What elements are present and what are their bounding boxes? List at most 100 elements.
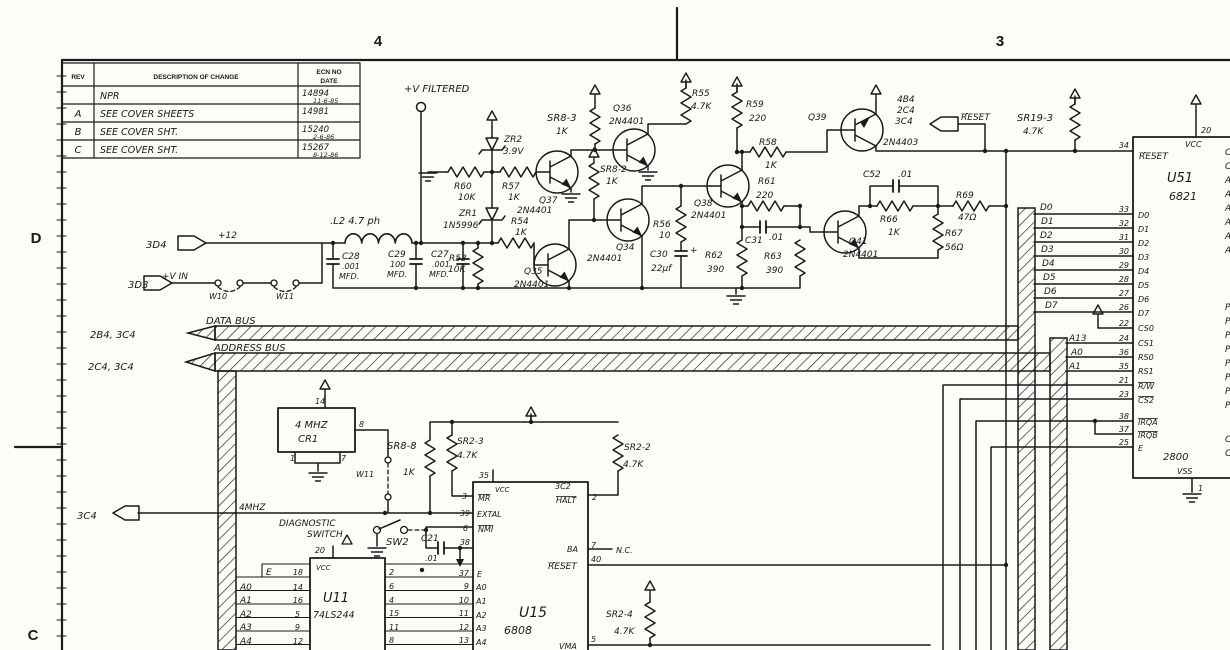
u11-pin12: 12: [293, 637, 303, 646]
u15-pin3: 3: [462, 492, 467, 501]
u51-rs1: RS1: [1138, 367, 1154, 376]
sr2-3-val: 4.7K: [457, 451, 478, 461]
u15-pin11: 11: [459, 609, 469, 618]
q34: Q34: [616, 243, 635, 253]
databus-label: DATA BUS: [206, 316, 256, 327]
u15-pin7: 7: [591, 541, 597, 550]
u51-pin37: 37: [1119, 425, 1130, 434]
address-bus-horizontal: [214, 352, 1051, 372]
u11-out-pin15: 15: [389, 609, 399, 618]
sr8-3-val: 1K: [556, 127, 569, 137]
u51-irqa: IRQA: [1138, 418, 1158, 427]
u11-part: 74LS244: [313, 610, 355, 621]
q35: Q35: [524, 267, 543, 277]
u51-d7: D7: [1138, 309, 1150, 318]
u15-ba-nc: N.C.: [616, 546, 633, 555]
u15-e: E: [477, 570, 483, 579]
junction-dot: [867, 203, 873, 209]
u11-out-pin2: 2: [389, 568, 394, 577]
c27: C27: [431, 250, 449, 260]
down-arrow-c21: [456, 559, 464, 567]
jumper-w11a: W11: [276, 292, 294, 301]
u51-right-17: C: [1225, 435, 1230, 445]
junction-dot: [935, 203, 941, 209]
u15-extal: EXTAL: [477, 510, 502, 519]
u51-e-clock: 2800: [1163, 452, 1188, 463]
u15-mr: MR: [478, 494, 490, 503]
ref-databus: 2B4, 3C4: [90, 330, 136, 341]
net-v-in: +V IN: [162, 272, 188, 282]
q38-val: 2N4401: [691, 211, 726, 221]
u51-pin30: 30: [1119, 247, 1129, 256]
u51-right-4: A: [1224, 190, 1230, 200]
r61: R61: [758, 177, 776, 187]
row-boxes: [235, 563, 474, 650]
u51-part: 6821: [1169, 190, 1197, 203]
sr8-2-val: 1K: [606, 177, 619, 187]
r60: R60: [454, 182, 472, 192]
c28: C28: [342, 252, 360, 262]
c52: C52: [863, 170, 881, 180]
wire-d1: D1: [1041, 217, 1054, 227]
l2-label: .L2 4.7 ph: [330, 216, 380, 227]
u11-out-pin8: 8: [389, 636, 394, 645]
u51-right-7: A: [1224, 232, 1230, 242]
rev-cell-desc-3: SEE COVER SHT.: [100, 145, 178, 156]
c30: C30: [650, 250, 668, 260]
net-4mhz: 4MHZ: [239, 503, 266, 513]
ref-3c4-in: 3C4: [77, 511, 97, 522]
row-a4-label: A4: [239, 637, 252, 647]
component-boxes: [277, 136, 1230, 650]
q35-val: 2N4401: [514, 280, 549, 290]
c28-val: .001: [342, 262, 360, 271]
v-filtered-terminal: [415, 101, 427, 113]
c21: C21: [421, 534, 439, 544]
sr8-8: SR8-8: [387, 441, 417, 452]
wire-a1: A1: [1068, 362, 1081, 372]
rev-cell-ecn-2: 15240: [302, 125, 329, 135]
r66: R66: [880, 215, 898, 225]
net-reset-out: RESET: [961, 113, 991, 123]
junction-dot: [475, 240, 481, 246]
net-plus12: +12: [218, 231, 237, 241]
u11-pin5: 5: [295, 610, 300, 619]
cr1: CR1: [298, 434, 318, 445]
r59: R59: [746, 100, 764, 110]
r67: R67: [945, 229, 963, 239]
r62-val: 390: [707, 265, 724, 275]
junction-dot: [592, 147, 598, 153]
sr8-2: SR8-2: [600, 165, 627, 175]
r54-val: 1K: [515, 228, 528, 238]
u15-nmi: NMI: [478, 525, 494, 534]
ref-addrbus: 2C4, 3C4: [88, 362, 134, 373]
q41-val: 2N4401: [843, 250, 878, 260]
u11-pin16: 16: [293, 596, 303, 605]
junction-dot: [489, 169, 495, 175]
u51-right-6: A: [1224, 218, 1230, 228]
jumper-circles: [214, 279, 409, 535]
rev-cell-rev-1: A: [74, 109, 82, 120]
c27-val: .001: [432, 260, 450, 269]
q37: Q37: [539, 196, 558, 206]
sr19-3-val: 4.7K: [1023, 127, 1044, 137]
junction-dot: [413, 240, 419, 246]
q39: Q39: [808, 113, 827, 123]
junction-dot: [639, 285, 645, 291]
u11-pin14: 14: [293, 583, 303, 592]
c27-unit: MFD.: [429, 270, 449, 279]
junction-dot: [1072, 148, 1078, 154]
cr1-freq: 4 MHZ: [295, 420, 329, 431]
u11-out-pin11: 11: [389, 623, 399, 632]
junction-dot: [647, 642, 653, 648]
u51-right-13: P: [1225, 359, 1230, 369]
r58-val: 1K: [765, 161, 778, 171]
u15-vcc: VCC: [495, 486, 510, 494]
rev-header-0: REV: [71, 74, 85, 81]
junction-dot: [739, 224, 745, 230]
q34-val: 2N4401: [587, 254, 622, 264]
ref-2c4: 2C4: [897, 106, 915, 116]
sr19-3: SR19-3: [1017, 113, 1053, 124]
zr2: ZR2: [503, 135, 522, 145]
r57-val: 1K: [508, 193, 521, 203]
junction-dot: [423, 527, 429, 533]
